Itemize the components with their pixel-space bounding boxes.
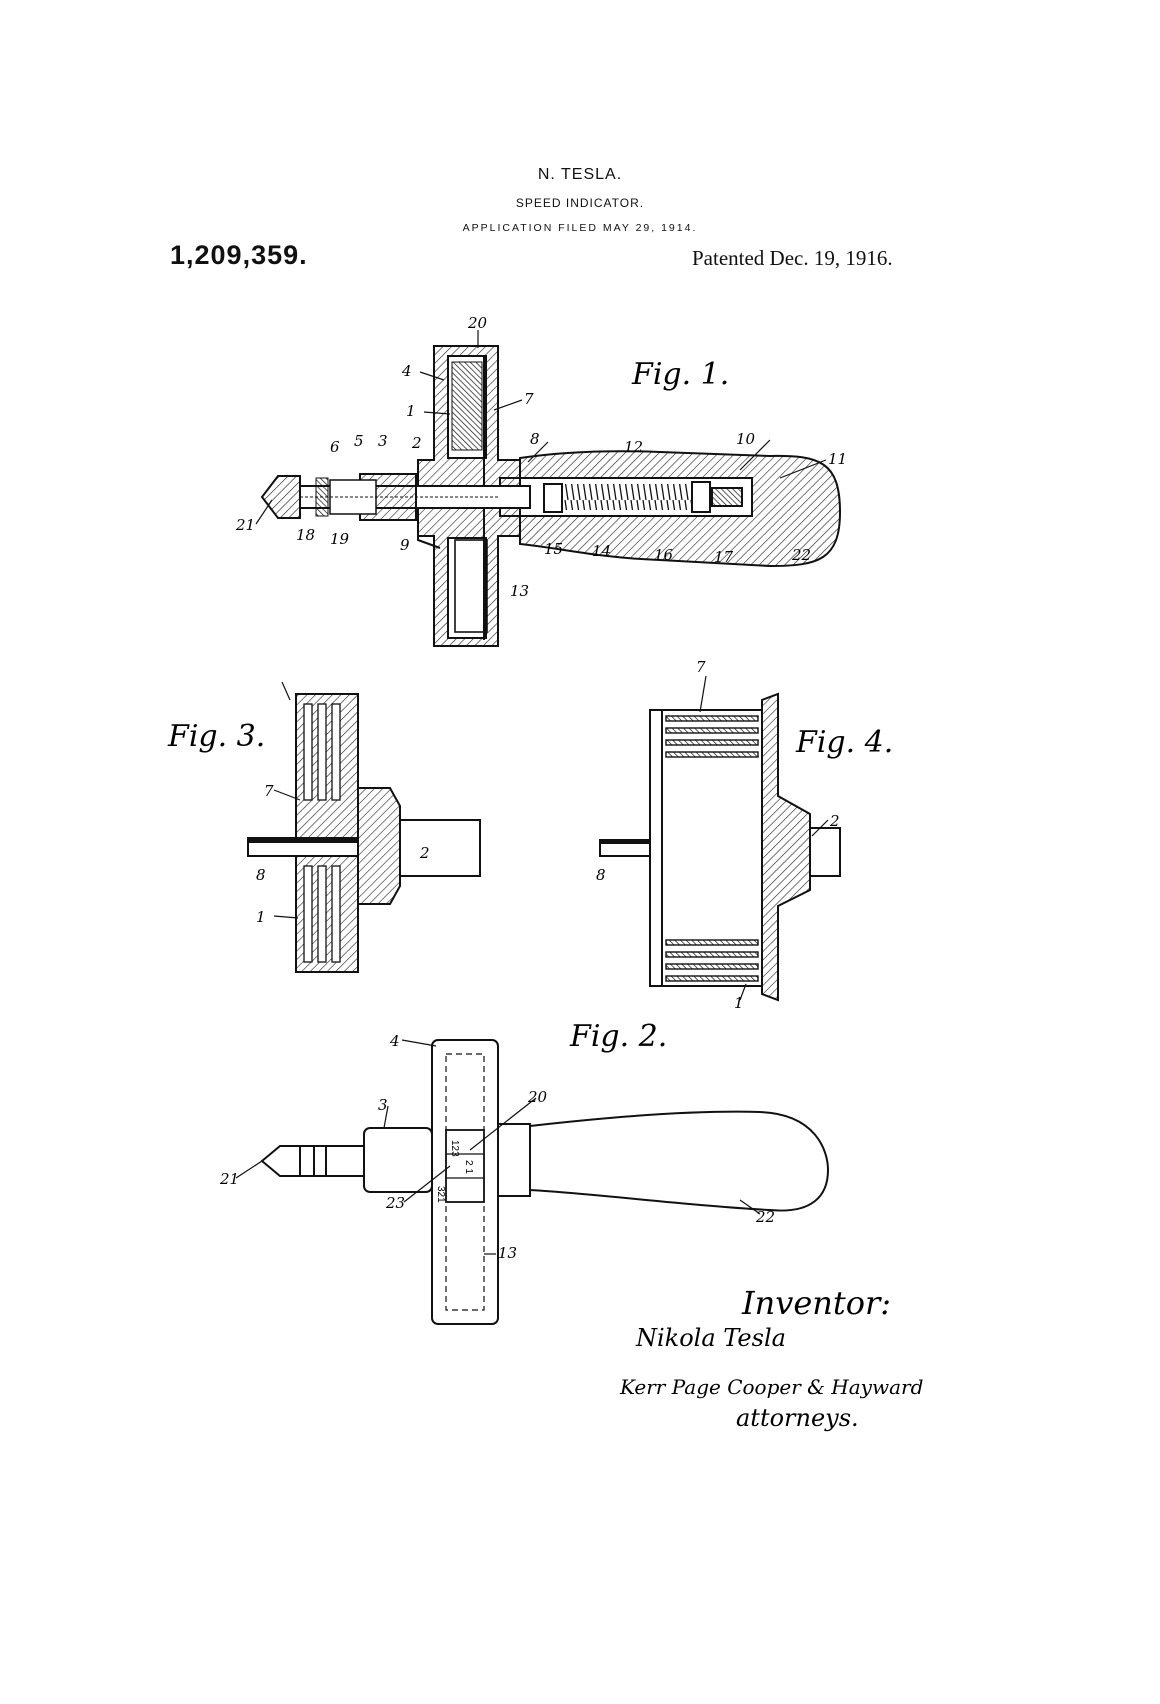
fig1-ref: 20 xyxy=(467,314,488,332)
fig2-ref: 13 xyxy=(498,1244,517,1262)
fig3-ref: 2 xyxy=(419,844,430,862)
signature-block: Inventor: Nikola Tesla Kerr Page Cooper … xyxy=(619,1284,923,1432)
fig1-ref: 8 xyxy=(530,430,540,448)
fig1-ref: 1 xyxy=(406,402,416,420)
fig2-ref: 4 xyxy=(389,1032,400,1050)
fig4-ref: 1 xyxy=(734,994,744,1012)
fig2-ref: 3 xyxy=(378,1096,388,1114)
fig4-shaft-2 xyxy=(809,827,841,877)
inventor-name: N. TESLA. xyxy=(537,166,623,183)
inventor-signature: Nikola Tesla xyxy=(635,1324,786,1352)
figure-2 xyxy=(260,1039,830,1325)
fig1-dial-strip xyxy=(451,361,483,451)
fig2-dial-digits: 123 xyxy=(449,1140,460,1157)
fig2-ref: 21 xyxy=(219,1170,239,1188)
fig1-ref: 9 xyxy=(400,536,410,554)
figure-4 xyxy=(599,692,841,1002)
fig1-ref: 12 xyxy=(624,438,643,456)
fig3-ref: 7 xyxy=(264,782,274,800)
fig2-reference-numerals: 4 3 20 21 23 22 13 123 321 2 1 xyxy=(219,1032,775,1262)
fig1-tip xyxy=(260,475,301,519)
fig4-hub xyxy=(761,692,811,1002)
fig1-ref: 17 xyxy=(714,548,734,566)
fig1-ref: 21 xyxy=(235,516,255,534)
fig1-label: Fig. 1. xyxy=(631,357,729,392)
fig1-ref: 5 xyxy=(354,432,364,450)
fig4-ref: 7 xyxy=(696,658,706,676)
fig1-ref: 3 xyxy=(378,432,388,450)
leader-lines xyxy=(235,330,829,1255)
fig3-reference-numerals: 7 8 2 1 xyxy=(256,782,430,926)
fig3-ref: 1 xyxy=(256,908,266,926)
attorney-signature: Kerr Page Cooper & Hayward xyxy=(619,1375,923,1399)
fig2-collar xyxy=(363,1127,433,1193)
fig3-shaft-2 xyxy=(399,819,481,877)
fig3-hub xyxy=(357,787,401,905)
figure-1 xyxy=(260,345,842,647)
fig1-ref: 7 xyxy=(524,390,534,408)
attorney-label: attorneys. xyxy=(736,1404,859,1432)
fig2-tip xyxy=(260,1145,301,1177)
patent-title: SPEED INDICATOR. xyxy=(515,196,645,210)
fig1-ref: 11 xyxy=(828,450,847,468)
fig1-spring xyxy=(560,484,692,510)
fig4-ref: 8 xyxy=(596,866,606,884)
fig1-ref: 14 xyxy=(592,542,611,560)
fig2-ref: 23 xyxy=(385,1194,405,1212)
fig2-dial-digits: 321 xyxy=(435,1186,446,1203)
fig1-ref: 18 xyxy=(296,526,315,544)
patent-number: 1,209,359. xyxy=(170,240,308,270)
fig3-ref: 8 xyxy=(256,866,266,884)
fig3-label: Fig. 3. xyxy=(167,719,265,754)
fig1-reference-numerals: 20 4 1 7 6 5 3 2 8 12 10 11 21 18 19 9 1… xyxy=(235,314,847,600)
fig4-reference-numerals: 7 8 2 1 xyxy=(596,658,840,1012)
fig2-dial-window xyxy=(445,1129,485,1203)
fig1-ref: 16 xyxy=(654,546,674,564)
fig1-ref: 19 xyxy=(330,530,350,548)
fig2-dial-digits: 2 1 xyxy=(463,1160,474,1174)
fig1-ref: 22 xyxy=(791,546,811,564)
fig4-ref: 2 xyxy=(829,812,840,830)
fig1-ref: 6 xyxy=(330,438,340,456)
fig1-ref: 4 xyxy=(401,362,412,380)
fig1-ref: 15 xyxy=(544,540,563,558)
fig2-ref: 22 xyxy=(755,1208,775,1226)
figure-3 xyxy=(247,693,481,973)
fig1-ref: 10 xyxy=(736,430,756,448)
patent-date: Patented Dec. 19, 1916. xyxy=(692,246,893,270)
fig1-ref: 2 xyxy=(411,434,422,452)
filing-date: APPLICATION FILED MAY 29, 1914. xyxy=(462,222,698,234)
fig2-label: Fig. 2. xyxy=(569,1019,667,1054)
fig2-handle xyxy=(497,1110,830,1212)
fig1-ref: 13 xyxy=(510,582,529,600)
fig4-label: Fig. 4. xyxy=(795,725,893,760)
inventor-label: Inventor: xyxy=(741,1284,891,1322)
